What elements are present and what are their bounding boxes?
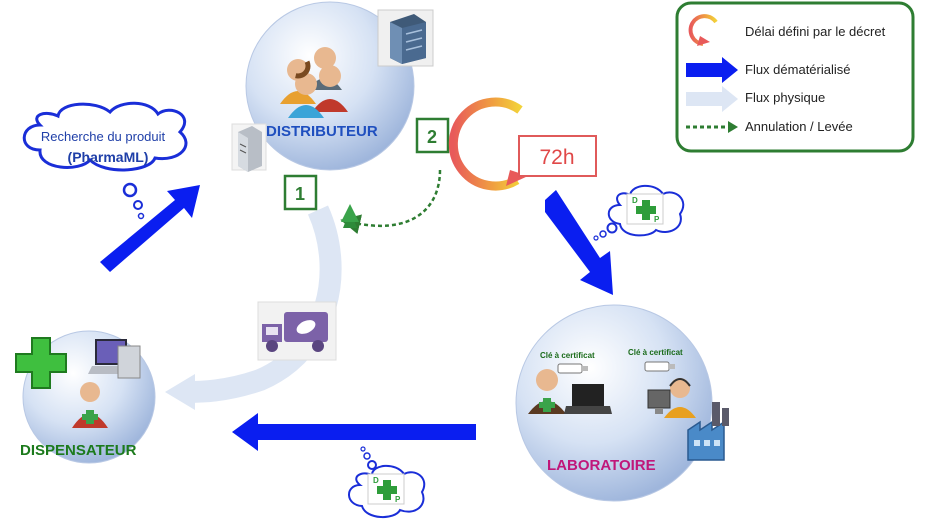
search-cloud-line2: (PharmaML)	[68, 149, 149, 165]
legend-digital-item: Flux dématérialisé	[686, 57, 851, 83]
usb-key-icon-left	[557, 363, 588, 374]
support-agent-icon	[647, 378, 696, 418]
legend-cancel-label: Annulation / Levée	[745, 119, 853, 134]
dp-logo-icon: D P	[626, 193, 664, 225]
legend-physical-item: Flux physique	[686, 86, 825, 112]
server-icon	[231, 123, 267, 172]
cancel-flow-arrow	[340, 169, 442, 235]
digital-flow-arrow-to-dispensateur	[232, 413, 476, 451]
distributeur-label: DISTRIBUTEUR	[266, 123, 378, 140]
step-1-label: 1	[295, 184, 305, 204]
pharmacist-icon	[72, 382, 108, 428]
timer-arc-icon	[448, 97, 528, 191]
lab-manager-icon	[528, 369, 566, 414]
dp-letter-d-bottom: D	[373, 476, 379, 485]
dp-cloud-top: D P	[593, 184, 685, 241]
dp-letter-p-bottom: P	[395, 495, 401, 504]
search-cloud: Recherche du produit (PharmaML)	[22, 101, 188, 220]
legend-delay-label: Délai défini par le décret	[745, 24, 886, 39]
step-2-label: 2	[427, 127, 437, 147]
legend: Délai défini par le décret Flux dématéri…	[675, 1, 915, 153]
digital-flow-arrow-to-distributeur	[100, 185, 200, 272]
dp-letter-p: P	[654, 215, 660, 224]
step-2-badge: 2	[415, 117, 450, 154]
laboratoire-node: Clé à certificat Clé à certificat	[515, 304, 729, 502]
pharmacy-cross-icon	[15, 337, 67, 389]
office-building-icon	[377, 9, 434, 67]
legend-physical-label: Flux physique	[745, 90, 825, 105]
green-flag-icon	[341, 204, 359, 228]
timer-badge: 72h	[518, 135, 597, 177]
dispensateur-label: DISPENSATEUR	[20, 442, 137, 459]
certificate-key-right-label: Clé à certificat	[628, 348, 683, 357]
dispensateur-node: DISPENSATEUR	[15, 330, 156, 464]
factory-icon	[687, 402, 729, 461]
certificate-key-left-label: Clé à certificat	[540, 351, 595, 360]
physical-flow-arrow	[165, 205, 342, 410]
computer-icon	[88, 339, 141, 379]
legend-cancel-item: Annulation / Levée	[686, 119, 853, 134]
search-cloud-line1: Recherche du produit	[41, 129, 166, 144]
dp-cloud-bottom: D P	[348, 446, 426, 518]
laptop-icon	[564, 384, 612, 414]
digital-flow-arrow-to-laboratoire	[545, 190, 613, 295]
dp-logo-icon-bottom: D P	[367, 473, 405, 505]
legend-digital-label: Flux dématérialisé	[745, 62, 851, 77]
distributeur-node: DISTRIBUTEUR	[245, 1, 415, 171]
usb-key-icon-right	[644, 361, 675, 372]
legend-delay-item: Délai défini par le décret	[688, 14, 886, 46]
people-group-icon	[280, 47, 348, 118]
step-1-badge: 1	[283, 174, 318, 211]
delivery-truck-icon	[257, 301, 337, 361]
timer-label: 72h	[539, 146, 574, 169]
dp-letter-d: D	[632, 196, 638, 205]
laboratoire-label: LABORATOIRE	[547, 457, 656, 474]
